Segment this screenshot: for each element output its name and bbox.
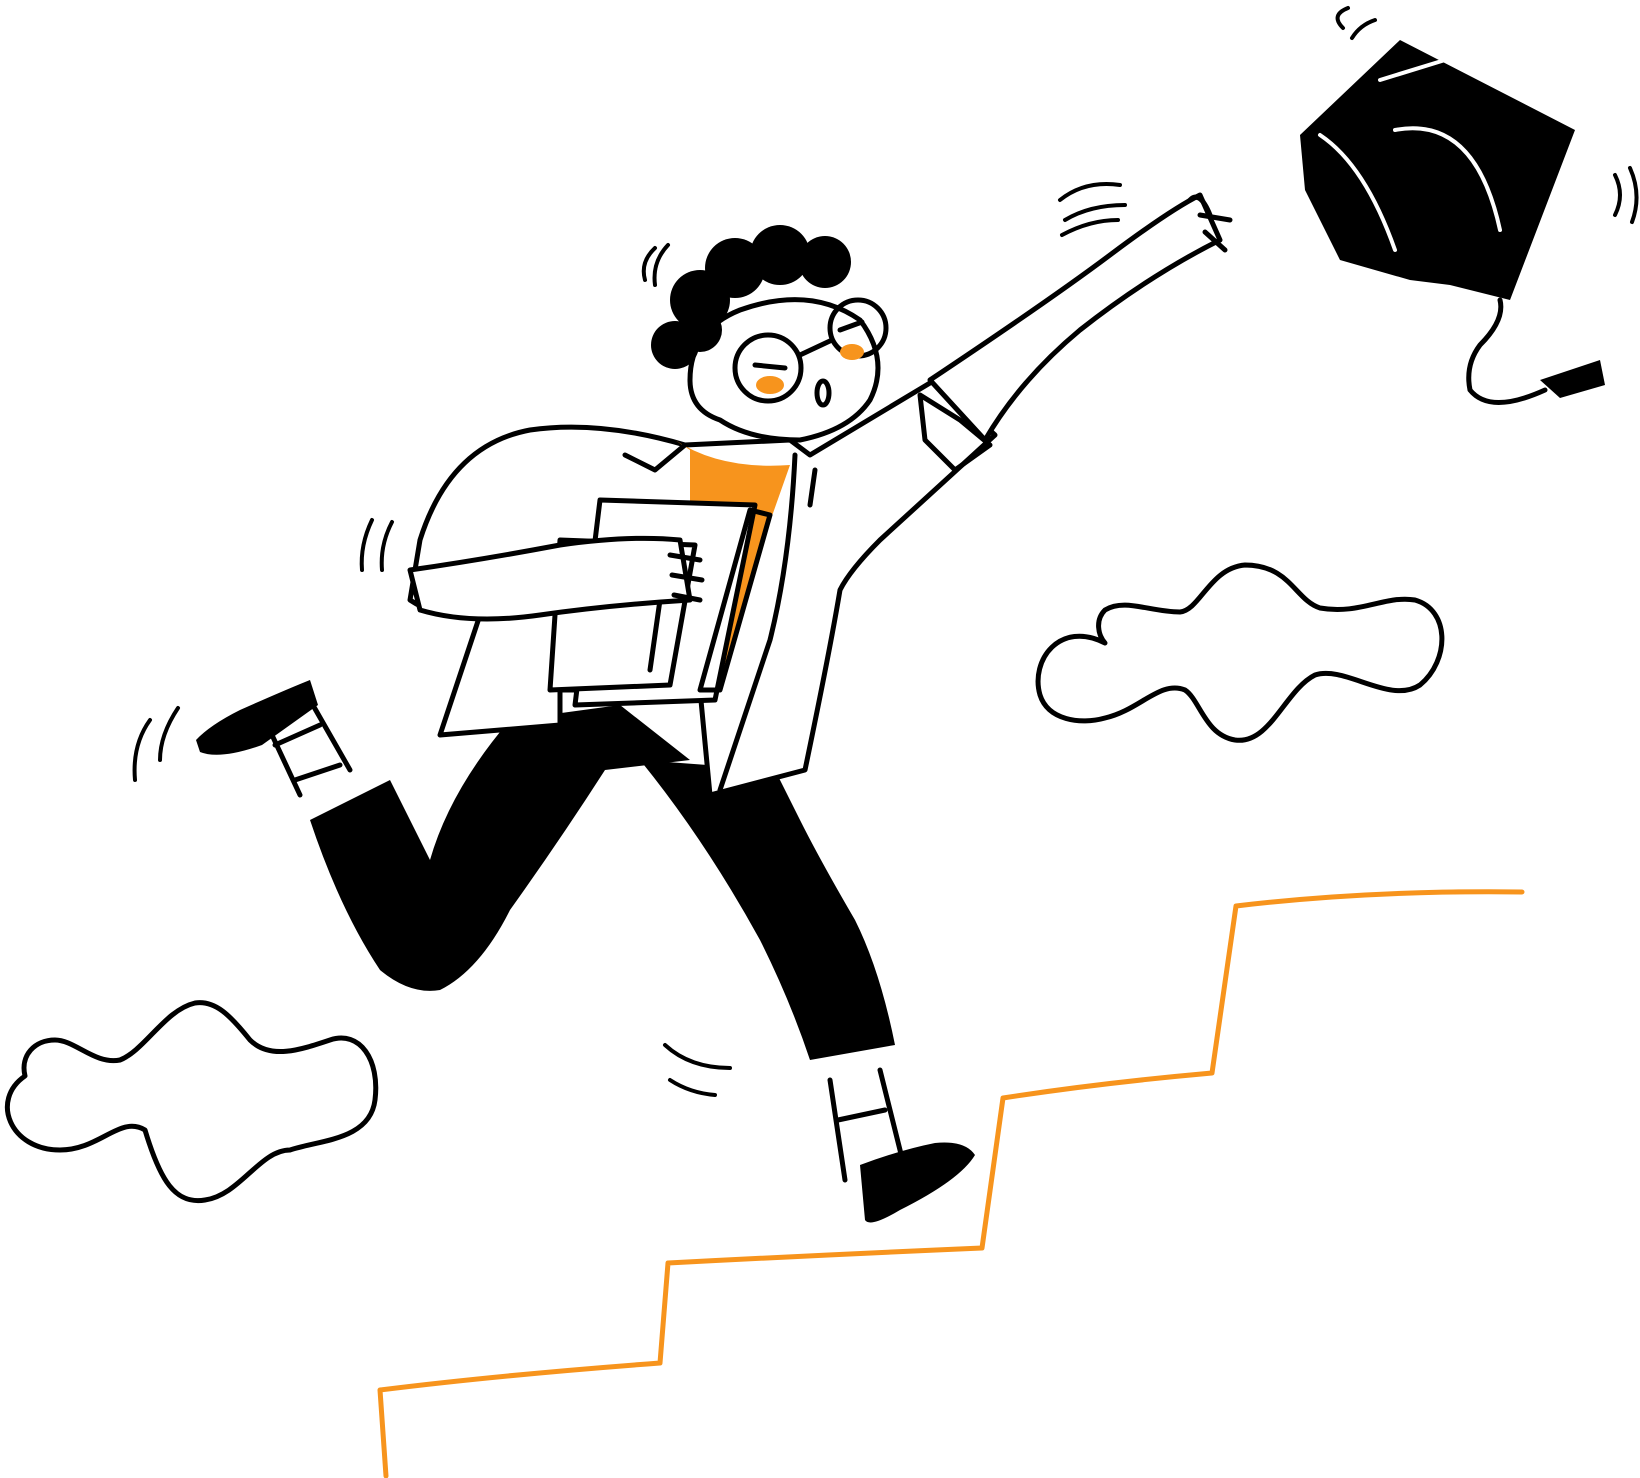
cloud-icon xyxy=(1035,562,1445,743)
stairs-icon xyxy=(377,889,1525,1478)
hair xyxy=(651,225,851,369)
cloud-icon xyxy=(5,1000,379,1204)
books-icon xyxy=(407,497,773,708)
character-head xyxy=(651,225,889,443)
character-legs xyxy=(196,680,975,1223)
graduation-cap-icon xyxy=(1300,40,1605,405)
motion-lines xyxy=(132,6,1639,1097)
